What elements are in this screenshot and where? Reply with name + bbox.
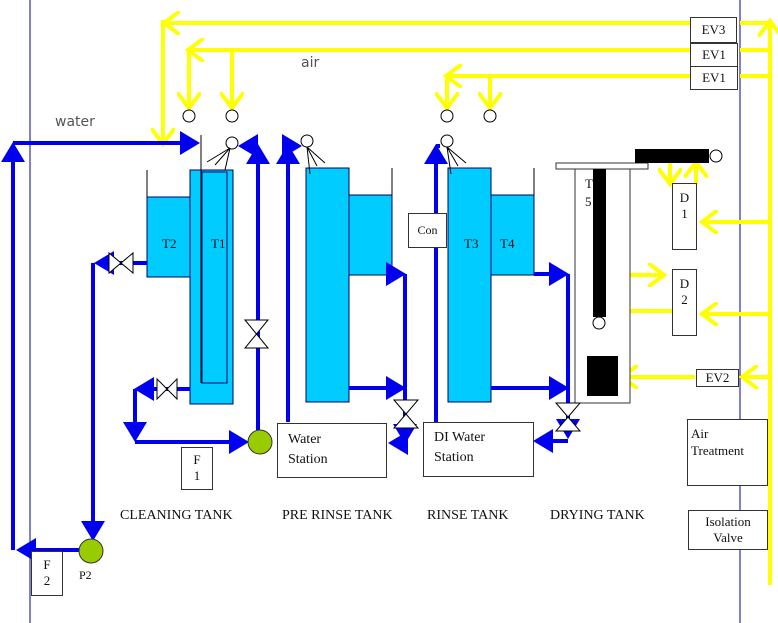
- valve-ev2[interactable]: EV2: [696, 369, 739, 387]
- valve-ev1-bottom[interactable]: EV1: [690, 66, 738, 90]
- dryer-d1-line2: 1: [681, 206, 688, 221]
- filter-f2-line2: 2: [43, 573, 51, 588]
- air-flow-label: air: [301, 55, 320, 71]
- cleaning-tank: [146, 135, 234, 405]
- valve-t2-drain[interactable]: [108, 251, 134, 275]
- tank-label-t5-a: T: [585, 176, 593, 191]
- tank-t2: [146, 196, 191, 278]
- isolation-valve-line2: Valve: [713, 530, 743, 545]
- filter-f2-line1: F: [43, 557, 51, 572]
- valve-pre-rinse[interactable]: [392, 399, 420, 429]
- tank-t3: [447, 167, 492, 403]
- pre-rinse-tank: [305, 167, 393, 403]
- valve-ev3[interactable]: EV3: [690, 17, 737, 43]
- tank-label-t2: T2: [162, 236, 177, 251]
- water-station-line1: Water: [288, 432, 322, 447]
- drying-top-bar: [635, 149, 709, 163]
- dryer-d1: D 1: [672, 183, 697, 250]
- isolation-valve-line1: Isolation: [705, 514, 751, 529]
- tank-label-t4: T4: [500, 236, 515, 251]
- conductivity-sensor: Con: [408, 213, 447, 248]
- air-lines: [163, 20, 770, 585]
- tank-label-t1: T1: [211, 236, 226, 251]
- dryer-d2: D 2: [672, 269, 697, 336]
- caption-rinse-tank: RINSE TANK: [427, 508, 509, 523]
- valve-ev1-top[interactable]: EV1: [690, 43, 738, 67]
- tank-t4: [490, 194, 535, 276]
- filter-f1: F 1: [181, 447, 213, 490]
- rinse-tank: [447, 167, 535, 403]
- tank-label-t3: T3: [464, 236, 479, 251]
- water-station-line2: Station: [288, 452, 328, 467]
- caption-cleaning-tank: CLEANING TANK: [120, 508, 233, 523]
- drying-tank: [555, 149, 723, 404]
- dryer-d2-line1: D: [679, 276, 690, 291]
- di-station-line2: Station: [434, 450, 474, 465]
- caption-pre-rinse-tank: PRE RINSE TANK: [282, 508, 393, 523]
- drying-arm: [593, 169, 606, 317]
- valve-cleaning-return[interactable]: [243, 319, 270, 349]
- air-treatment-line2: Treatment: [691, 443, 744, 458]
- caption-drying-tank: DRYING TANK: [550, 508, 645, 523]
- dryer-d1-line1: D: [679, 190, 690, 205]
- tank-label-t5-b: 5: [585, 194, 592, 209]
- nozzles: [182, 109, 497, 150]
- dryer-d2-line2: 2: [681, 292, 688, 307]
- valve-rinse[interactable]: [554, 402, 582, 432]
- filter-f2: F 2: [31, 551, 63, 596]
- air-treatment-line1: Air: [691, 426, 709, 441]
- pump-p1: [247, 429, 273, 455]
- tank-t1-insert: [201, 171, 228, 384]
- pump-p2: [78, 538, 104, 564]
- manual-valves: [108, 251, 582, 432]
- tank-t1: [189, 169, 234, 405]
- air-treatment: Air Treatment: [687, 419, 768, 486]
- isolation-valve[interactable]: Isolation Valve: [688, 510, 768, 550]
- filter-f1-line2: 1: [193, 468, 201, 483]
- water-flow-label: water: [55, 114, 95, 130]
- pump-p2-label: P2: [79, 568, 92, 582]
- di-station-line1: DI Water: [434, 430, 486, 445]
- di-water-station: DI Water Station: [423, 422, 534, 477]
- filter-f1-line1: F: [193, 452, 201, 467]
- water-station: Water Station: [277, 423, 387, 478]
- heater-block: [587, 356, 618, 396]
- valve-t1-drain[interactable]: [156, 377, 178, 401]
